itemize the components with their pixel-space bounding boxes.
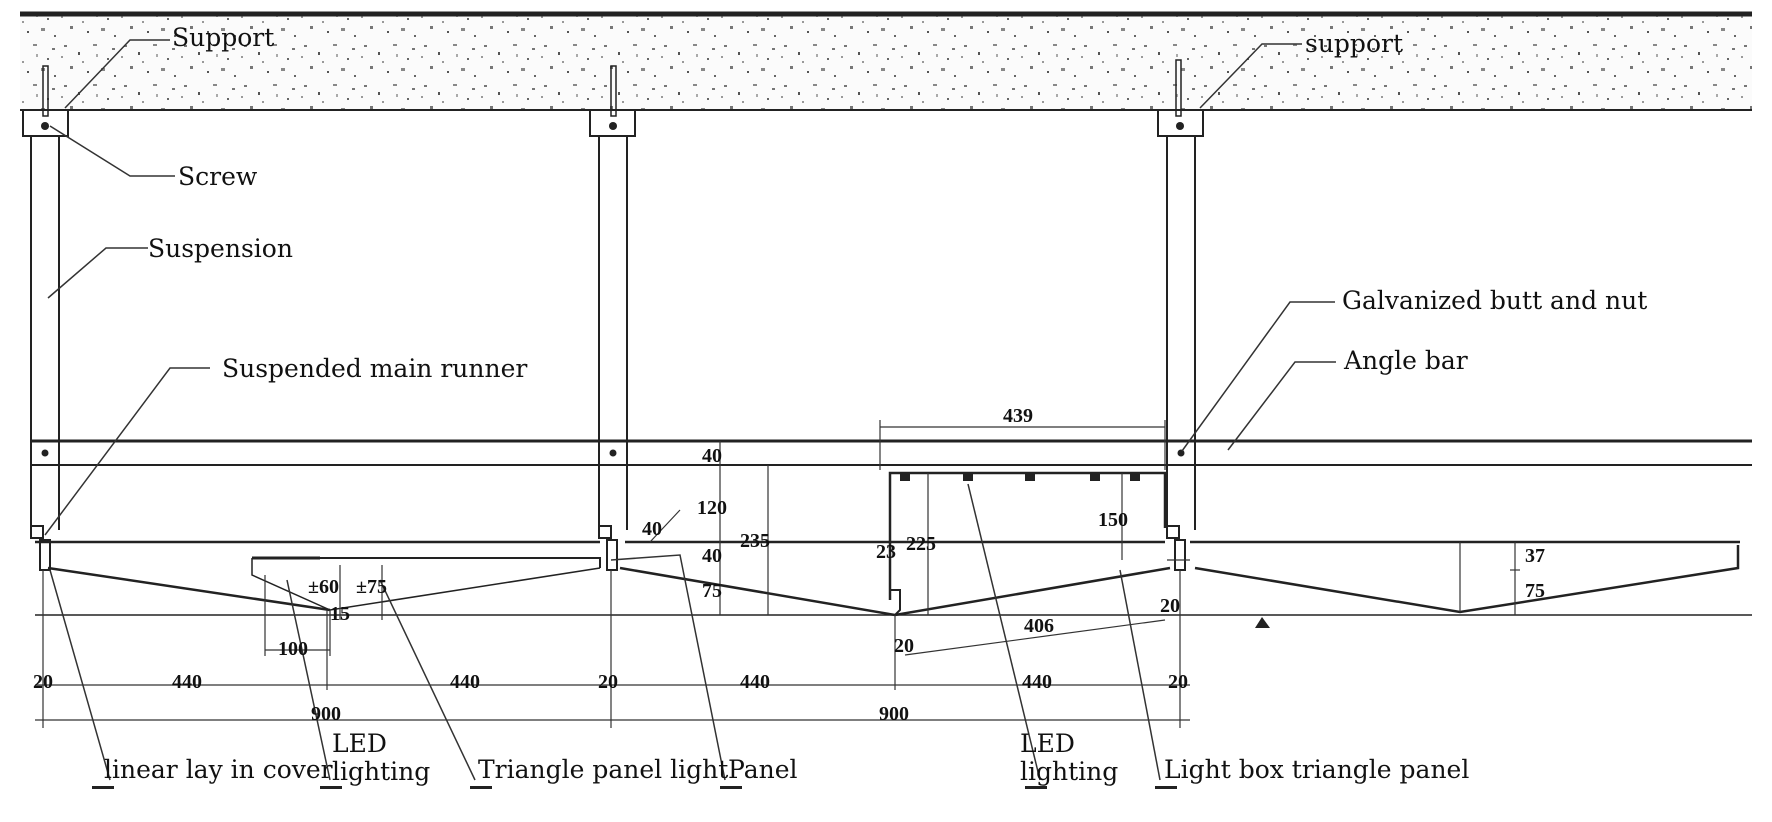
angle-bar [31,439,1752,466]
label-linear-lay-in-cover: linear lay in cover [104,755,333,784]
dim-20-e: 20 [1160,595,1180,617]
dim-440-b: 440 [450,671,480,693]
label-screw: Screw [178,162,258,191]
dim-20-c: 20 [1168,671,1188,693]
dim-440-a: 440 [172,671,202,693]
dim-900-a: 900 [311,703,341,725]
dimension-lines [35,420,1520,728]
dim-120: 120 [697,497,727,519]
dim-406: 406 [1024,615,1054,637]
dim-440-d: 440 [1022,671,1052,693]
dim-900-b: 900 [879,703,909,725]
dim-75-left: 75 [702,580,722,602]
leader-lines [44,39,1336,781]
dim-150: 150 [1098,509,1128,531]
label-angle-bar: Angle bar [1343,346,1468,375]
dim-20-b: 20 [598,671,618,693]
dim-60: ±60 [308,576,339,598]
label-galvanized-butt-and-nut: Galvanized butt and nut [1342,286,1647,315]
support-rods [42,59,1182,117]
dim-235: 235 [740,530,770,552]
dim-440-c: 440 [740,671,770,693]
dim-20-d: 20 [894,635,914,657]
label-suspension: Suspension [148,234,293,263]
label-led-lighting-1a: LED [332,729,387,758]
dim-40-mid: 40 [702,545,722,567]
suspension-hangers [30,136,1196,530]
light-box [888,471,1167,616]
label-support-left: Support [172,23,274,52]
label-light-box-triangle-panel: Light box triangle panel [1164,755,1469,784]
label-led-lighting-2a: LED [1020,729,1075,758]
dim-15: 15 [330,603,350,625]
label-suspended-main-runner: Suspended main runner [222,354,527,383]
label-triangle-panel-light: Triangle panel light [478,755,728,784]
dim-225: 225 [906,533,936,555]
dim-100: 100 [278,638,308,660]
dim-23: 23 [876,541,896,563]
support-brackets [22,109,1204,137]
dim-20-a: 20 [33,671,53,693]
dim-40-top: 40 [702,445,722,467]
dim-40-small: 40 [642,518,662,540]
label-led-lighting-2b: lighting [1020,757,1118,786]
label-panel: Panel [728,755,798,784]
level-marker-icon [1255,617,1270,628]
dim-439: 439 [1003,405,1033,427]
triangle-panel-light [251,556,601,611]
label-support-right: support [1305,29,1403,58]
dim-75-right: 75 [1525,580,1545,602]
dim-75-pm: ±75 [356,576,387,598]
leader-ticks [92,786,1177,789]
dim-37: 37 [1525,545,1545,567]
main-runner [30,525,1752,616]
label-led-lighting-1b: lighting [332,757,430,786]
concrete-slab [20,11,1752,111]
